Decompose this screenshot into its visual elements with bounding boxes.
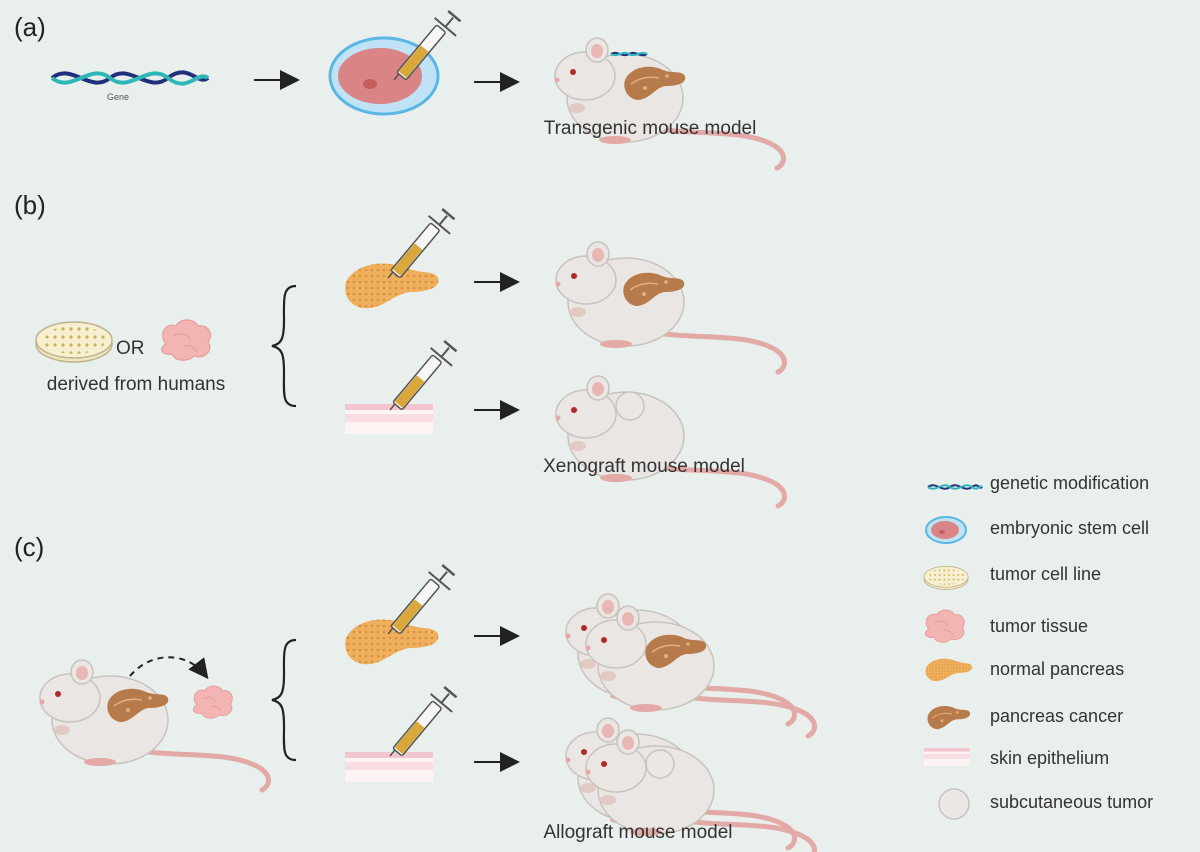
panel-b: (b) OR derived from humans Xenograft mou… xyxy=(14,190,785,506)
dashed-arrow xyxy=(129,656,209,680)
panel-a: (a) Gene Transgenic mouse model xyxy=(14,9,784,168)
brace-b xyxy=(271,284,297,408)
xenograft-mouse-subcutaneous xyxy=(556,376,785,506)
donor-mouse xyxy=(40,660,269,790)
skin-epithelium-c xyxy=(345,752,433,782)
dna-icon xyxy=(927,484,983,490)
dna-icon xyxy=(50,70,210,86)
legend-label: pancreas cancer xyxy=(990,706,1123,726)
stem-cell-icon xyxy=(925,516,967,544)
tumor-tissue-icon xyxy=(924,609,965,643)
legend-label: skin epithelium xyxy=(990,748,1109,768)
pancreas-cancer-icon xyxy=(926,705,971,730)
legend-item-subcutaneous-tumor: subcutaneous tumor xyxy=(938,788,1153,820)
syringe-c2 xyxy=(388,685,458,758)
skin-epithelium-icon xyxy=(924,748,970,766)
legend-item-normal-pancreas: normal pancreas xyxy=(925,658,1124,682)
panel-b-label: (b) xyxy=(14,190,46,220)
legend-item-skin-epithelium: skin epithelium xyxy=(924,748,1109,768)
normal-pancreas-icon xyxy=(925,658,973,682)
legend: genetic modification embryonic stem cell… xyxy=(923,473,1153,820)
legend-label: genetic modification xyxy=(990,473,1149,493)
allograft-mouse-orthotopic xyxy=(566,594,815,736)
allograft-mouse-subcutaneous xyxy=(566,718,815,852)
caption-transgenic: Transgenic mouse model xyxy=(544,118,757,139)
subcutaneous-tumor-icon xyxy=(938,788,970,820)
legend-item-embryonic-stem-cell: embryonic stem cell xyxy=(925,516,1149,544)
legend-label: tumor cell line xyxy=(990,564,1101,584)
caption-allograft: Allograft mouse model xyxy=(543,822,732,843)
petri-dish-icon xyxy=(35,321,113,363)
xenograft-mouse-orthotopic xyxy=(556,242,785,372)
legend-item-genetic-modification: genetic modification xyxy=(927,473,1149,493)
legend-label: subcutaneous tumor xyxy=(990,792,1153,812)
legend-item-pancreas-cancer: pancreas cancer xyxy=(926,705,1123,730)
legend-label: tumor tissue xyxy=(990,616,1088,636)
petri-dish-icon xyxy=(923,565,969,590)
legend-item-tumor-tissue: tumor tissue xyxy=(924,609,1088,643)
legend-item-tumor-cell-line: tumor cell line xyxy=(923,564,1101,590)
legend-label: normal pancreas xyxy=(990,659,1124,679)
legend-label: embryonic stem cell xyxy=(990,518,1149,538)
syringe-b2 xyxy=(388,339,458,412)
tumor-tissue-icon xyxy=(161,319,211,361)
caption-xenograft: Xenograft mouse model xyxy=(543,456,745,477)
skin-epithelium-b xyxy=(345,404,433,434)
or-label: OR xyxy=(116,338,145,359)
source-label: derived from humans xyxy=(47,374,225,395)
panel-c-label: (c) xyxy=(14,532,44,562)
transgenic-mouse xyxy=(555,38,784,168)
panel-a-label: (a) xyxy=(14,12,46,42)
brace-c xyxy=(271,638,297,762)
syringe-b1 xyxy=(386,207,456,280)
tumor-tissue-c xyxy=(192,685,233,719)
panel-c: (c) Allograft mouse model xyxy=(14,532,815,852)
syringe-c1 xyxy=(386,563,456,636)
gene-label: Gene xyxy=(107,92,129,102)
